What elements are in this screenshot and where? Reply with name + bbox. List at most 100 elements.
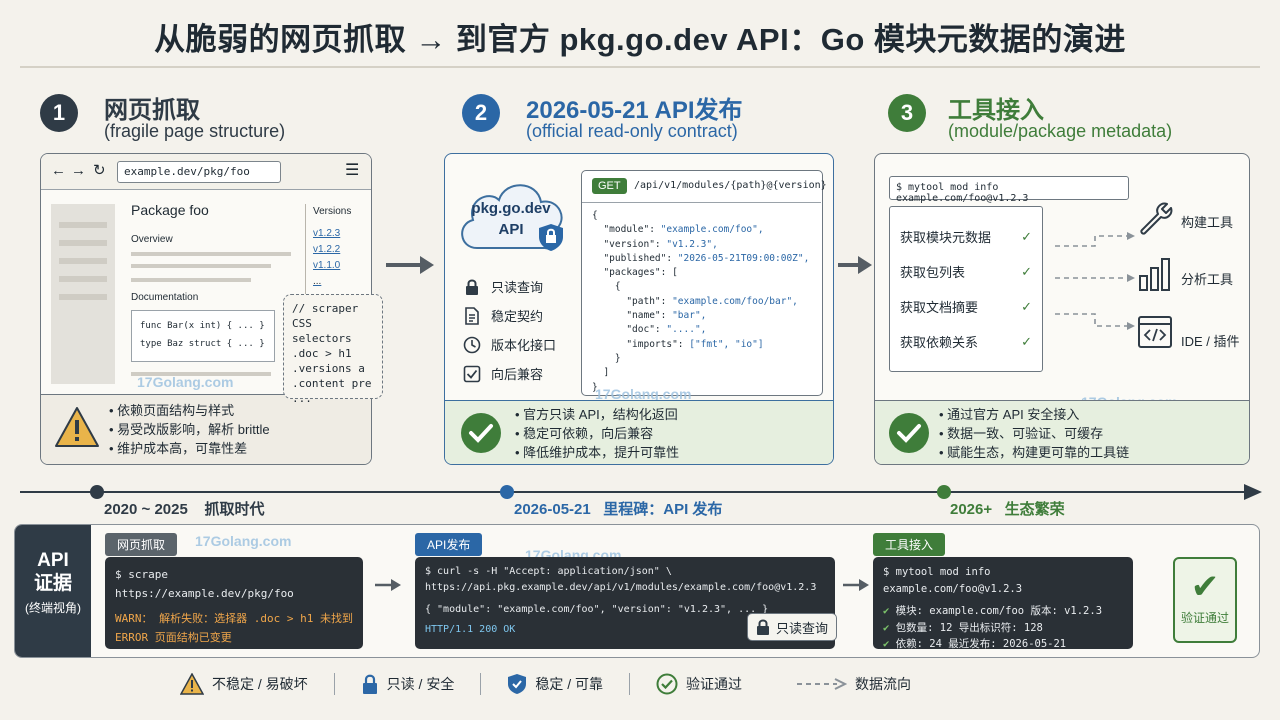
- lock-icon: [362, 674, 377, 694]
- browser-toolbar: ← → ↻ example.dev/pkg/foo ☰: [41, 154, 371, 190]
- back-icon[interactable]: ←: [51, 162, 66, 179]
- step-1-badge: 1: [40, 94, 78, 132]
- json-line: }: [592, 381, 598, 393]
- verified-badge: ✔ 验证通过: [1173, 557, 1237, 643]
- code-snippet: func Bar(x int) { ... } type Baz struct …: [131, 310, 275, 362]
- tool-terminal: $ mytool mod info example.com/foo@v1.2.3…: [873, 557, 1133, 650]
- json-response: { "module": "example.com/foo", "version"…: [592, 209, 809, 395]
- page-sidebar: [51, 204, 115, 384]
- readonly-badge: 只读查询: [747, 613, 837, 641]
- check-icon: ✔: [883, 605, 896, 617]
- legend-item: 稳定 / 可靠: [507, 673, 603, 695]
- summary-item: 数据一致、可验证、可缓存: [939, 424, 1129, 443]
- step-3-title: 工具接入: [948, 97, 1044, 124]
- api-tag: API发布: [415, 533, 483, 556]
- versions-heading: Versions: [313, 206, 352, 217]
- summary-item: 降低维护成本，提升可靠性: [515, 443, 679, 462]
- json-line: "module": "example.com/foo",: [592, 224, 764, 236]
- menu-icon[interactable]: ☰: [345, 162, 360, 179]
- json-line: "version": "v1.2.3",: [592, 238, 718, 250]
- step-3-subtitle: (module/package metadata): [948, 121, 1173, 141]
- scraper-callout: // scraper CSS selectors .doc > h1 .vers…: [283, 294, 383, 405]
- feature-item: 版本化接口: [463, 330, 556, 359]
- scrape-summary: 依赖页面结构与样式 易受改版影响，解析 brittle 维护成本高，可靠性差: [41, 394, 371, 464]
- flow-arrow-2: [838, 256, 872, 274]
- check-icon: ✓: [1021, 333, 1032, 349]
- document-icon: [465, 306, 479, 325]
- legend-item: 不稳定 / 易破坏: [180, 673, 308, 695]
- code-window-icon: [1138, 316, 1172, 348]
- version-link[interactable]: v1.2.3: [313, 228, 341, 239]
- version-link[interactable]: v1.1.0: [313, 260, 341, 271]
- evidence-title: API 证据: [33, 550, 72, 594]
- check-circle-icon: [461, 413, 501, 453]
- api-response-panel: GET /api/v1/modules/{path}@{version} { "…: [581, 170, 827, 396]
- summary-item: 通过官方 API 安全接入: [939, 405, 1129, 424]
- task-item: 获取包列表✓: [900, 263, 1032, 281]
- endpoint-path: /api/v1/modules/{path}@{version}: [634, 180, 827, 191]
- timeline-point: 2020 ~ 2025 抓取时代: [104, 501, 265, 518]
- page-title: 从脆弱的网页抓取 → 到官方 pkg.go.dev API：Go 模块元数据的演…: [154, 22, 1126, 57]
- lock-icon: [757, 619, 769, 635]
- watermark: 17Golang.com: [137, 374, 234, 390]
- flow-arrow: [375, 579, 401, 591]
- url-input[interactable]: example.dev/pkg/foo: [117, 161, 281, 183]
- package-title: Package foo: [131, 202, 209, 218]
- json-line: ]: [592, 367, 610, 379]
- tool-tag: 工具接入: [873, 533, 946, 556]
- shield-lock-icon: [539, 224, 563, 251]
- checkbox-icon: [463, 365, 481, 382]
- step-1-subtitle: (fragile page structure): [104, 121, 286, 141]
- timeline-axis: [20, 484, 1262, 500]
- flow-arrow: [843, 579, 869, 591]
- watermark: 17Golang.com: [195, 533, 292, 549]
- warning-icon: [180, 673, 204, 695]
- summary-item: 赋能生态，构建更可靠的工具链: [939, 443, 1129, 462]
- json-line: {: [592, 281, 621, 293]
- feature-item: 稳定契约: [463, 301, 556, 330]
- scrape-terminal: $ scrape https://example.dev/pkg/foo WAR…: [105, 557, 363, 649]
- overview-heading: Overview: [131, 234, 173, 245]
- summary-item: 官方只读 API，结构化返回: [515, 405, 679, 424]
- shield-icon: [508, 674, 527, 694]
- tools-card: $ mytool mod info example.com/foo@v1.2.3…: [874, 153, 1250, 465]
- documentation-heading: Documentation: [131, 292, 199, 303]
- tool-label: 分析工具: [1181, 272, 1234, 287]
- dashed-arrow-icon: [797, 678, 848, 690]
- legend-item: 验证通过: [656, 673, 742, 695]
- clock-icon: [463, 336, 481, 353]
- bar-chart-icon: [1139, 258, 1170, 291]
- wrench-icon: [1140, 202, 1173, 235]
- lock-icon: [466, 279, 478, 295]
- json-line: }: [592, 352, 621, 364]
- json-line: "path": "example.com/foo/bar",: [592, 295, 798, 307]
- check-circle-icon: [889, 413, 929, 453]
- endpoint-bar: GET /api/v1/modules/{path}@{version}: [582, 171, 827, 203]
- step-2-subtitle: (official read-only contract): [526, 121, 738, 141]
- title-divider: [20, 66, 1260, 68]
- step-3-badge: 3: [888, 94, 926, 132]
- flow-arrow-1: [386, 256, 434, 274]
- scrape-tag: 网页抓取: [105, 533, 178, 556]
- json-line: {: [592, 210, 598, 221]
- json-line: "doc": "....",: [592, 324, 707, 336]
- forward-icon[interactable]: →: [71, 162, 86, 179]
- evidence-subtitle: (终端视角): [25, 601, 81, 615]
- check-icon: ✓: [1021, 228, 1032, 244]
- summary-item: 维护成本高，可靠性差: [109, 439, 270, 458]
- task-item: 获取模块元数据✓: [900, 228, 1032, 246]
- version-link[interactable]: v1.2.2: [313, 244, 341, 255]
- step-1-title: 网页抓取: [104, 97, 200, 124]
- feature-item: 向后兼容: [463, 359, 556, 388]
- task-item: 获取依赖关系✓: [900, 333, 1032, 351]
- refresh-icon[interactable]: ↻: [93, 162, 106, 179]
- legend-item: 只读 / 安全: [361, 673, 454, 695]
- tool-command: $ mytool mod info example.com/foo@v1.2.3: [889, 176, 1129, 204]
- warning-icon: [55, 407, 99, 447]
- step-2-title: 2026-05-21 API发布: [526, 97, 743, 124]
- step-2-badge: 2: [462, 94, 500, 132]
- evidence-sidebar: API 证据 (终端视角): [15, 525, 91, 657]
- http-method-badge: GET: [592, 178, 627, 194]
- task-item: 获取文档摘要✓: [900, 298, 1032, 316]
- timeline-point: 2026-05-21 里程碑：API 发布: [514, 501, 723, 518]
